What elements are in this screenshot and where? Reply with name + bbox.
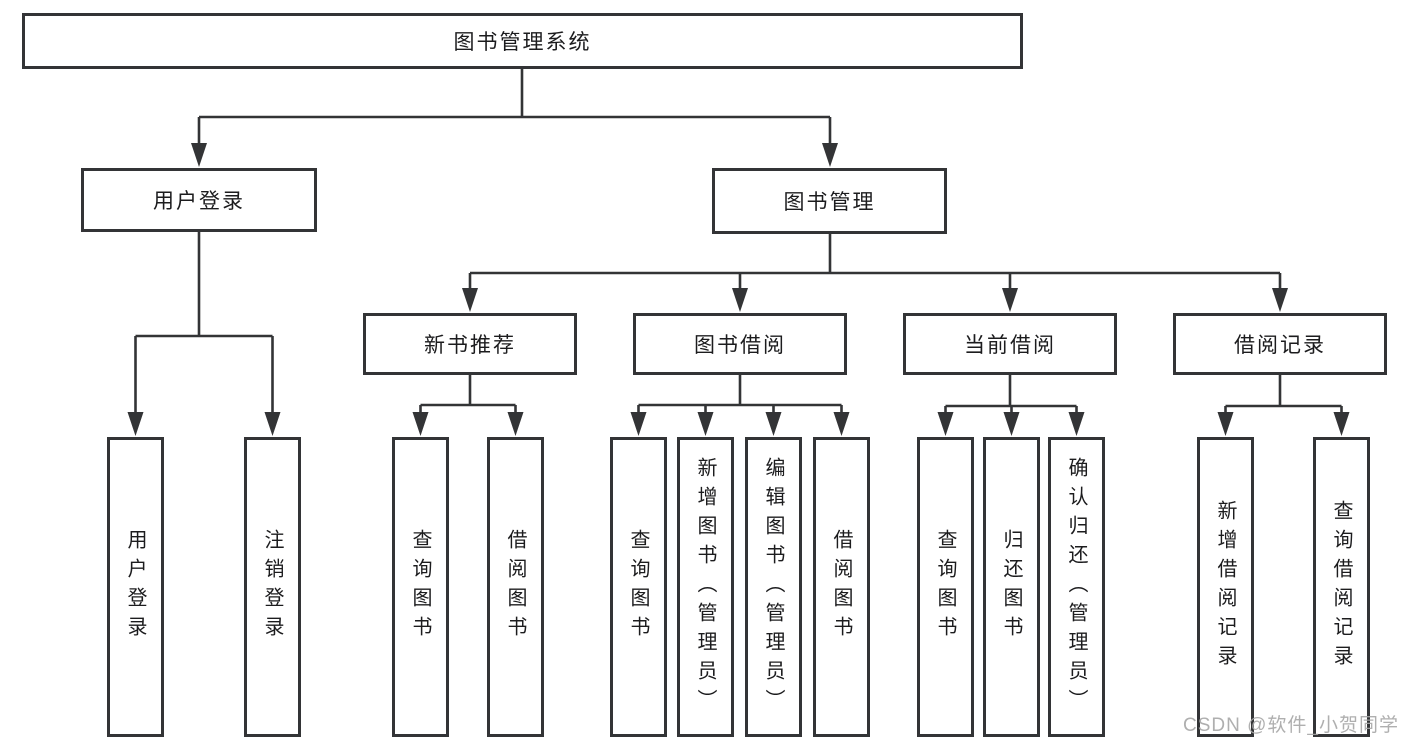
node-leaf-add-book-admin: 新增图书（管理员） [677, 437, 734, 737]
node-leaf-add-borrow-record: 新增借阅记录 [1197, 437, 1254, 737]
node-leaf-borrow-books-recommend: 借阅图书 [487, 437, 544, 737]
node-user-login-group: 用户登录 [81, 168, 317, 232]
node-current-borrow: 当前借阅 [903, 313, 1117, 375]
connector-paths [134, 69, 1343, 430]
node-leaf-confirm-return-admin: 确认归还（管理员） [1048, 437, 1105, 737]
node-leaf-edit-book-admin: 编辑图书（管理员） [745, 437, 802, 737]
node-leaf-query-books-borrow: 查询图书 [610, 437, 667, 737]
node-leaf-query-books-recommend: 查询图书 [392, 437, 449, 737]
node-book-management-group: 图书管理 [712, 168, 947, 234]
node-leaf-query-books-current: 查询图书 [917, 437, 974, 737]
node-book-borrow: 图书借阅 [633, 313, 847, 375]
node-leaf-query-borrow-record: 查询借阅记录 [1313, 437, 1370, 737]
node-leaf-logout: 注销登录 [244, 437, 301, 737]
watermark: CSDN @软件_小贺同学 [1183, 715, 1399, 736]
node-leaf-borrow-books: 借阅图书 [813, 437, 870, 737]
node-leaf-return-book: 归还图书 [983, 437, 1040, 737]
node-new-book-recommend: 新书推荐 [363, 313, 577, 375]
node-borrow-records: 借阅记录 [1173, 313, 1387, 375]
node-root-system: 图书管理系统 [22, 13, 1023, 69]
arrowheads [127, 143, 1350, 436]
node-leaf-user-login: 用户登录 [107, 437, 164, 737]
